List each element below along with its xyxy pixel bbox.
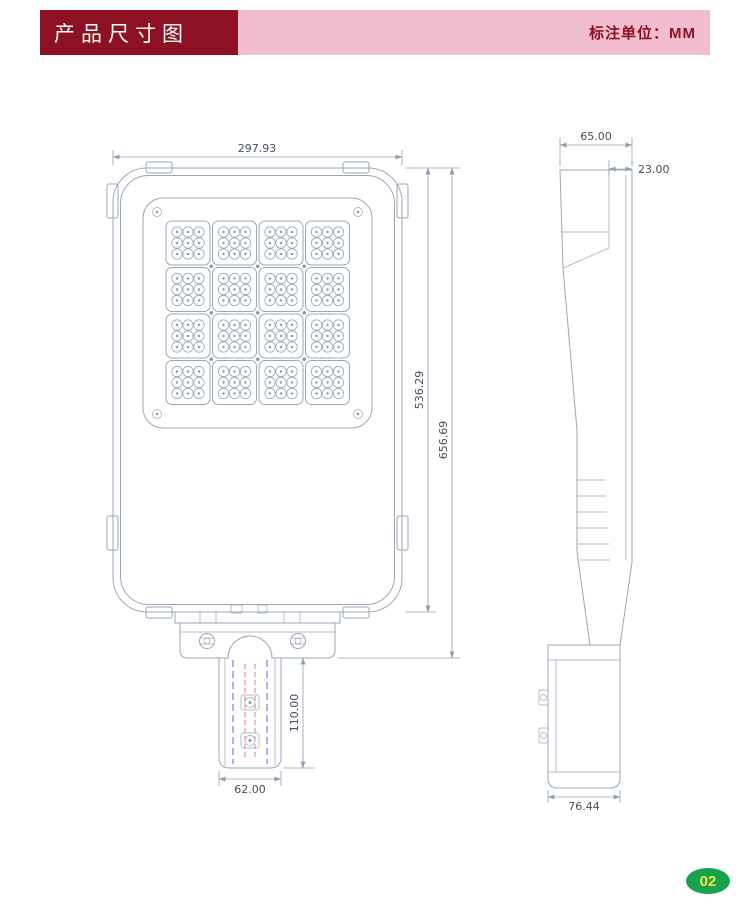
dim-label-body-height: 536.29 (413, 371, 426, 410)
unit-label: 标注单位：MM (589, 25, 696, 42)
led-module (259, 361, 303, 405)
module-junction-screws (209, 264, 307, 362)
tab-right-upper (396, 183, 409, 219)
tab-left-upper (106, 183, 119, 219)
dim-label-pole-diameter: 62.00 (234, 783, 266, 796)
led-module (259, 268, 303, 312)
dim-label-width: 297.93 (238, 142, 277, 155)
front-dimensions: 297.93 536.29 656.69 110.00 (112, 142, 460, 796)
led-panel (142, 197, 373, 429)
led-module (306, 361, 350, 405)
mounting-bracket-side (538, 644, 621, 789)
led-module (306, 221, 350, 265)
side-view: 65.00 23.00 76.44 (538, 130, 670, 813)
tab-right-lower (396, 515, 409, 551)
header-bar: 产品尺寸图 标注单位：MM (40, 10, 710, 55)
dim-pole-diameter: 62.00 (218, 771, 282, 796)
tab-top-left (145, 161, 173, 174)
side-dimensions: 65.00 23.00 76.44 (547, 130, 670, 813)
front-view: 297.93 536.29 656.69 110.00 (106, 142, 460, 796)
dim-width: 297.93 (112, 142, 403, 165)
dim-label-top-thickness: 23.00 (638, 163, 670, 176)
dim-top-thickness: 23.00 (608, 160, 670, 176)
pole-set-bolt-upper (240, 694, 260, 711)
tab-bottom-right (342, 606, 370, 619)
dim-bottom-width: 76.44 (547, 790, 621, 813)
page-number: 02 (699, 872, 717, 890)
led-module (213, 268, 257, 312)
side-bolt-lower (538, 727, 549, 744)
tab-top-right (342, 161, 370, 174)
led-module (259, 314, 303, 358)
heatsink-fins (577, 479, 610, 561)
dim-total-height: 656.69 (338, 167, 460, 659)
dim-label-pole-insert: 110.00 (288, 694, 301, 733)
bracket-bolt-right (290, 633, 306, 649)
led-module (166, 361, 210, 405)
lamp-head-side (559, 169, 633, 646)
dim-pole-insert-height: 110.00 (283, 657, 315, 769)
led-module (166, 268, 210, 312)
pole-front (218, 658, 282, 769)
led-module (166, 314, 210, 358)
pole-set-bolt-lower (240, 732, 260, 749)
page-title-block: 产品尺寸图 (40, 10, 238, 55)
led-module (306, 314, 350, 358)
page-number-badge: 02 (686, 868, 730, 894)
dim-top-width: 65.00 (559, 130, 633, 166)
led-module (213, 314, 257, 358)
led-module (213, 361, 257, 405)
dim-label-bottom-width: 76.44 (568, 800, 600, 813)
led-module (166, 221, 210, 265)
page-title: 产品尺寸图 (54, 21, 189, 46)
dim-label-total-height: 656.69 (437, 421, 450, 460)
led-module (306, 268, 350, 312)
lamp-head-front (106, 161, 409, 619)
dim-body-height: 536.29 (405, 167, 460, 613)
panel-screws (152, 207, 363, 419)
bracket-bolt-left (199, 633, 215, 649)
led-module (259, 221, 303, 265)
tab-bottom-left (145, 606, 173, 619)
dim-label-top-width: 65.00 (580, 130, 612, 143)
tab-left-lower (106, 515, 119, 551)
mounting-bracket-front (174, 604, 341, 659)
side-bolt-upper (538, 689, 549, 706)
led-module (213, 221, 257, 265)
